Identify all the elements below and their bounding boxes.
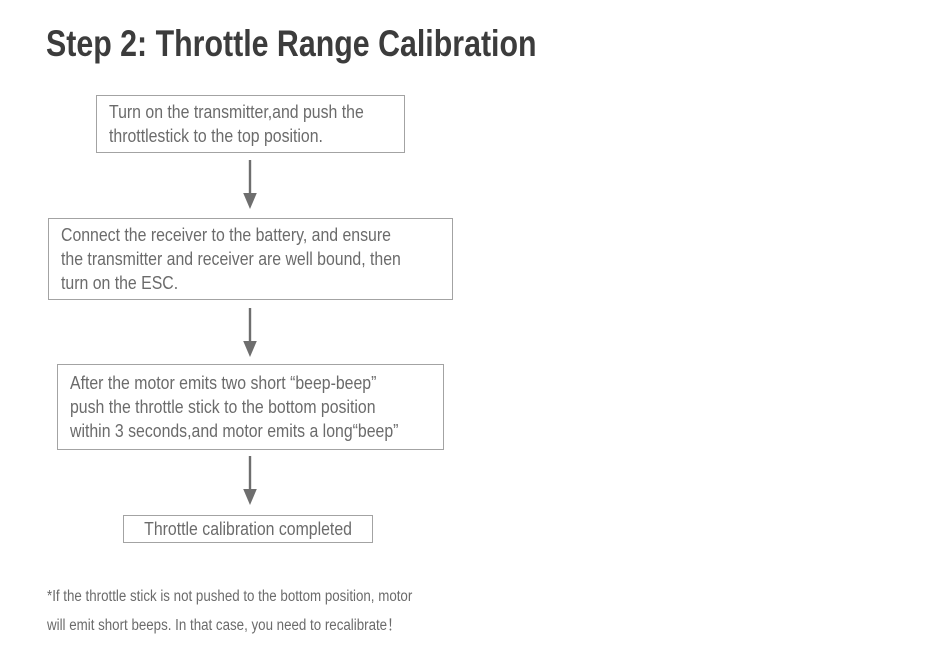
arrow-down-icon <box>243 308 257 357</box>
page-title: Step 2: Throttle Range Calibration <box>46 23 537 64</box>
flow-step-4-box: Throttle calibration completed <box>123 515 373 543</box>
flow-step-3-text: After the motor emits two short “beep-be… <box>70 373 399 441</box>
flow-step-4-text: Throttle calibration completed <box>144 519 352 539</box>
flow-step-3-box: After the motor emits two short “beep-be… <box>57 364 444 450</box>
flow-step-1-text: Turn on the transmitter,and push the thr… <box>109 102 364 146</box>
flow-step-2-box: Connect the receiver to the battery, and… <box>48 218 453 300</box>
flow-step-2-text: Connect the receiver to the battery, and… <box>61 225 401 293</box>
arrow-down-icon <box>243 456 257 505</box>
footnote: *If the throttle stick is not pushed to … <box>47 588 413 634</box>
arrow-down-icon <box>243 160 257 209</box>
flow-step-1-box: Turn on the transmitter,and push the thr… <box>96 95 405 153</box>
